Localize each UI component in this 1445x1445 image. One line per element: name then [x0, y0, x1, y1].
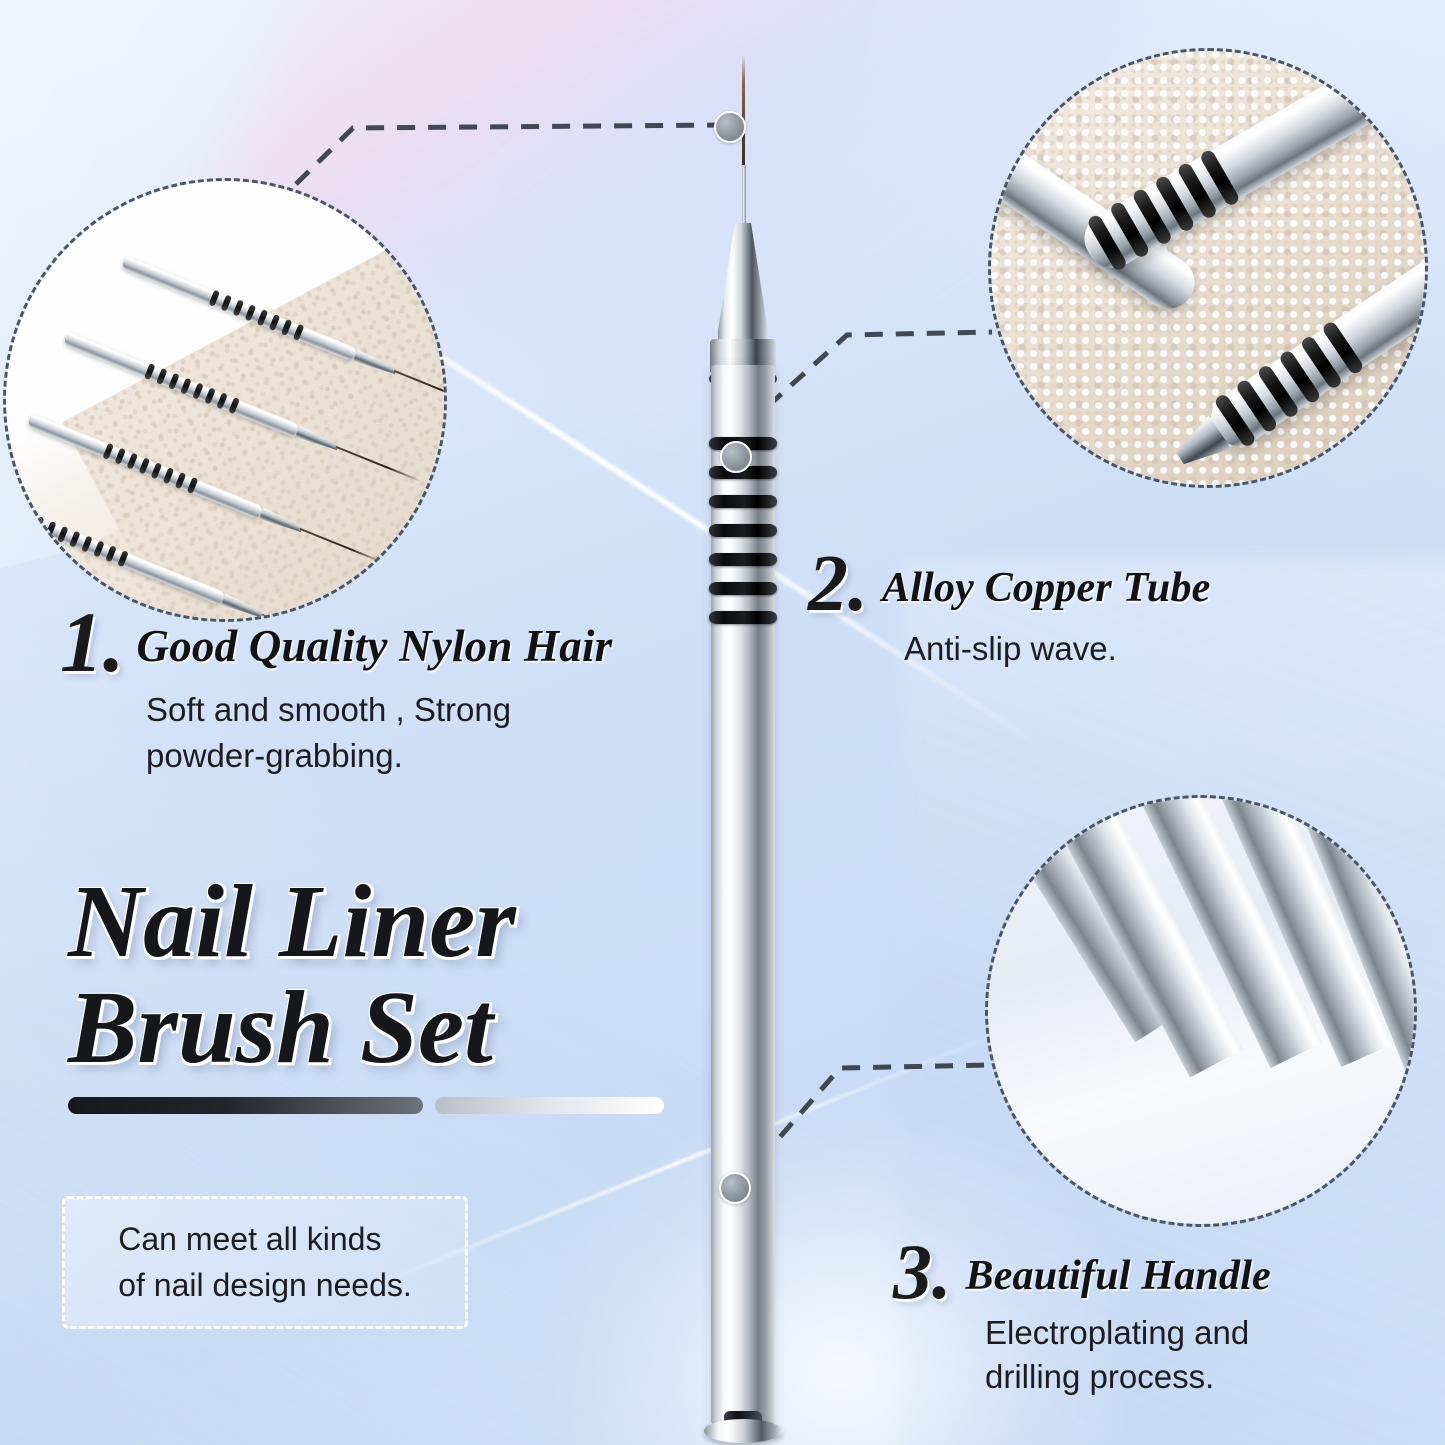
feature-3-number: 3.: [893, 1228, 952, 1315]
handle-end-cap: [704, 1411, 782, 1445]
connector-dot-1: [714, 111, 746, 143]
connector-dot-3: [719, 1172, 751, 1204]
product-headline: Nail Liner Brush Set: [68, 864, 708, 1086]
feature-2-photo-circle: [988, 48, 1428, 488]
handle-ends-photo: [988, 798, 1414, 1224]
feature-1-subtext-line2: powder-grabbing.: [146, 736, 403, 774]
tagline-line-2: of nail design needs.: [118, 1266, 412, 1303]
nylon-bristle-tip: [742, 55, 745, 173]
feature-3-text: 3. Beautiful Handle Electroplating and d…: [893, 1228, 1413, 1400]
feature-1-text: 1. Good Quality Nylon Hair Soft and smoo…: [60, 594, 710, 778]
feature-1-number: 1.: [60, 594, 125, 690]
headline-rule: [68, 1097, 664, 1117]
feature-3-subtext-line1: Electroplating and: [985, 1314, 1250, 1352]
feature-3-subtext-line2: drilling process.: [985, 1358, 1215, 1396]
headline-rule-light: [435, 1097, 664, 1114]
headline-line-1: Nail Liner: [68, 864, 516, 979]
feature-1-subtext: Soft and smooth , Strong powder-grabbing…: [146, 687, 710, 778]
connector-dot-2: [720, 441, 752, 473]
copper-tube-2: [1075, 51, 1425, 278]
feature-2-subtext: Anti-slip wave.: [904, 626, 1368, 672]
feature-1-subtext-line1: Soft and smooth , Strong: [146, 691, 512, 729]
headline-line-2: Brush Set: [68, 970, 493, 1086]
feature-3-photo-circle: [985, 795, 1417, 1227]
feature-1-title: Good Quality Nylon Hair: [136, 621, 613, 672]
tagline-line-1: Can meet all kinds: [118, 1221, 382, 1258]
feature-2-title: Alloy Copper Tube: [882, 565, 1211, 611]
antislip-wave-photo: [991, 51, 1425, 485]
feature-2-number: 2.: [808, 540, 868, 628]
brush-ferrule: [718, 223, 768, 348]
feature-2-text: 2. Alloy Copper Tube Anti-slip wave.: [808, 540, 1368, 672]
copper-tube-3: [1201, 187, 1425, 411]
feature-3-title: Beautiful Handle: [965, 1253, 1271, 1300]
feature-3-subtext: Electroplating and drilling process.: [985, 1311, 1413, 1399]
tagline-text: Can meet all kinds of nail design needs.: [118, 1217, 412, 1308]
headline-rule-dark: [68, 1097, 423, 1114]
brushes-on-powder-photo: [6, 181, 444, 619]
feature-1-photo-circle: [3, 178, 447, 622]
alloy-copper-tube-shaft: [711, 365, 775, 1425]
tagline-box: Can meet all kinds of nail design needs.: [62, 1196, 468, 1329]
feature-2-subtext-line1: Anti-slip wave.: [904, 630, 1117, 667]
